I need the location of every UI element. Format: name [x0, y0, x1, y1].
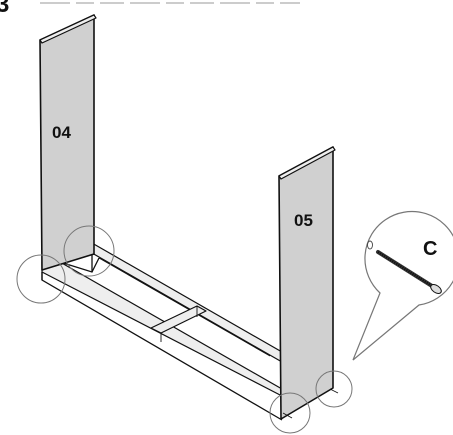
- joint-circle-bottom-right: [269, 392, 311, 434]
- hardware-callout: C: [352, 210, 453, 361]
- side-panel-05: 05: [278, 146, 336, 420]
- joint-circle-right: [315, 370, 353, 408]
- step-number: 3: [0, 0, 9, 18]
- joint-circle-top-left: [63, 225, 115, 277]
- side-panel-04: 04: [39, 14, 97, 271]
- screw-icon: [367, 240, 442, 294]
- panel-05-label: 05: [294, 211, 313, 230]
- base-frame: [41, 242, 283, 421]
- center-brace: [150, 305, 207, 334]
- callout-bubble: [352, 210, 453, 361]
- joint-markers: [16, 225, 353, 434]
- hardware-label: C: [423, 238, 437, 260]
- joint-circle-bottom-left: [16, 254, 66, 304]
- header: 3: [0, 0, 300, 18]
- panel-04-label: 04: [52, 123, 71, 142]
